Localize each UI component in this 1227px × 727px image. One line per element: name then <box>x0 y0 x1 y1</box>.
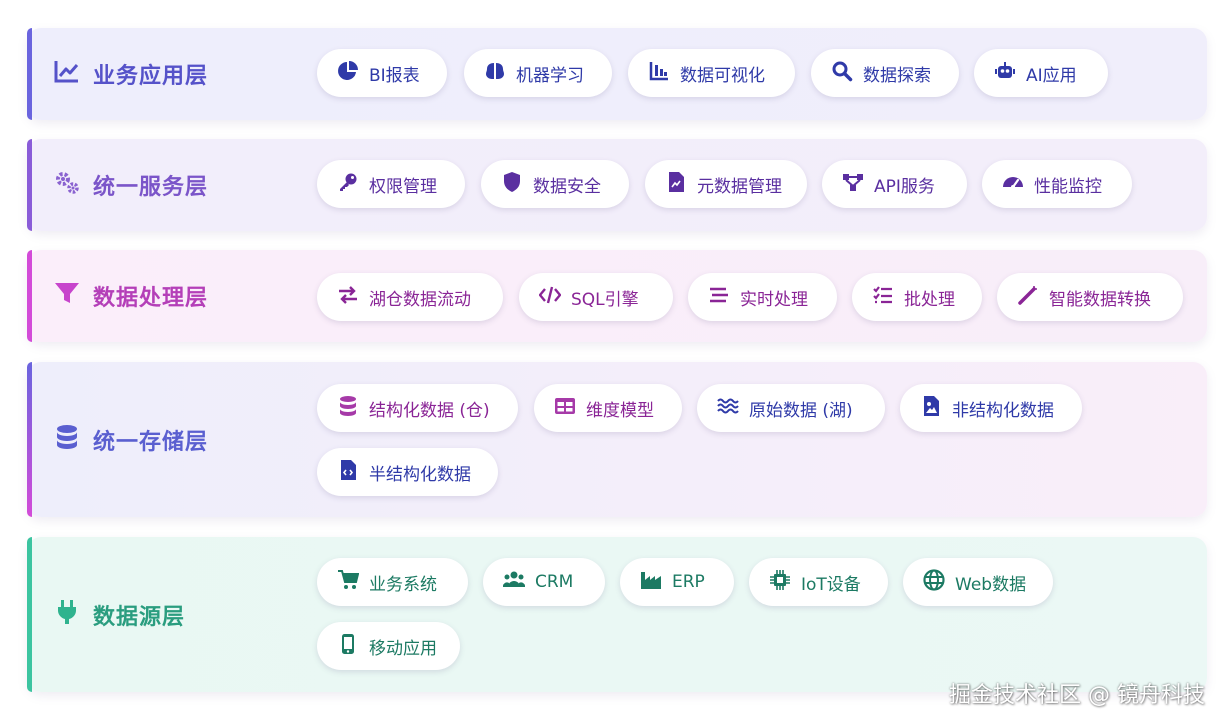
chip-crm[interactable]: CRM <box>483 558 605 606</box>
layer-accent-bar <box>27 537 32 692</box>
chip-raw-data-lake[interactable]: 原始数据 (湖) <box>697 384 885 432</box>
layer-title: 统一存储层 <box>53 362 208 517</box>
chip-realtime-processing[interactable]: 实时处理 <box>688 273 837 321</box>
key-icon <box>337 171 359 198</box>
gears-icon <box>53 168 81 202</box>
users-icon <box>502 569 526 596</box>
chip-batch-processing[interactable]: 批处理 <box>852 273 982 321</box>
layer-accent-bar <box>27 362 32 517</box>
layer-title: 数据处理层 <box>53 250 208 342</box>
exchange-icon <box>337 284 359 311</box>
layer-accent-bar <box>27 28 32 120</box>
chip-web-data[interactable]: Web数据 <box>903 558 1053 606</box>
filter-icon <box>53 279 81 313</box>
layer-data-source: 数据源层 业务系统 CRM ERP IoT设备 Web数据 移动应用 <box>27 537 1207 692</box>
layer-title: 统一服务层 <box>53 139 208 231</box>
magic-wand-icon <box>1017 284 1039 311</box>
table-icon <box>554 395 576 422</box>
chip-structured-data-warehouse[interactable]: 结构化数据 (仓) <box>317 384 518 432</box>
chip-iot-device[interactable]: IoT设备 <box>749 558 888 606</box>
layer-accent-bar <box>27 139 32 231</box>
tasks-icon <box>872 284 894 311</box>
watermark: 掘金技术社区 @ 镜舟科技 <box>949 683 1205 708</box>
chip-bi-report[interactable]: BI报表 <box>317 49 447 97</box>
chip-performance-monitoring[interactable]: 性能监控 <box>982 160 1132 208</box>
layer-business-application: 业务应用层 BI报表 机器学习 数据可视化 数据探索 AI应用 <box>27 28 1207 120</box>
mobile-icon <box>337 633 359 660</box>
globe-icon <box>923 568 945 596</box>
database-icon <box>337 395 359 422</box>
chip-lakehouse-flow[interactable]: 湖仓数据流动 <box>317 273 503 321</box>
stream-icon <box>708 284 730 311</box>
search-icon <box>831 60 853 87</box>
chip-erp[interactable]: ERP <box>620 558 734 606</box>
layer-data-processing: 数据处理层 湖仓数据流动 SQL引擎 实时处理 批处理 智能数据转换 <box>27 250 1207 342</box>
layer-title: 业务应用层 <box>53 28 208 120</box>
chip-data-exploration[interactable]: 数据探索 <box>811 49 959 97</box>
cart-icon <box>337 569 360 596</box>
industry-icon <box>640 569 662 596</box>
layer-accent-bar <box>27 250 32 342</box>
layer-title: 数据源层 <box>53 537 185 692</box>
robot-icon <box>994 60 1016 87</box>
file-image-icon <box>920 395 942 422</box>
chip-data-security[interactable]: 数据安全 <box>481 160 629 208</box>
chip-data-visualization[interactable]: 数据可视化 <box>628 49 795 97</box>
pie-chart-icon <box>337 60 359 87</box>
shield-icon <box>501 171 523 198</box>
brain-icon <box>484 60 506 87</box>
gauge-icon <box>1002 171 1024 198</box>
chart-line-icon <box>53 57 81 91</box>
layer-unified-storage: 统一存储层 结构化数据 (仓) 维度模型 原始数据 (湖) 非结构化数据 半结构… <box>27 362 1207 517</box>
chip-dimension-model[interactable]: 维度模型 <box>534 384 682 432</box>
database-icon <box>53 423 81 457</box>
chip-ai-application[interactable]: AI应用 <box>974 49 1108 97</box>
chip-mobile-app[interactable]: 移动应用 <box>317 622 460 670</box>
chip-metadata-management[interactable]: 元数据管理 <box>645 160 807 208</box>
chip-machine-learning[interactable]: 机器学习 <box>464 49 612 97</box>
code-icon <box>538 284 562 311</box>
chip-permission-management[interactable]: 权限管理 <box>317 160 465 208</box>
chip-business-system[interactable]: 业务系统 <box>317 558 468 606</box>
chip-sql-engine[interactable]: SQL引擎 <box>519 273 673 321</box>
layer-unified-service: 统一服务层 权限管理 数据安全 元数据管理 API服务 性能监控 <box>27 139 1207 231</box>
file-code-icon <box>337 459 359 486</box>
chip-smart-transform[interactable]: 智能数据转换 <box>997 273 1183 321</box>
chip-unstructured-data[interactable]: 非结构化数据 <box>900 384 1082 432</box>
file-chart-icon <box>665 171 687 198</box>
microchip-icon <box>769 569 791 596</box>
chip-semi-structured-data[interactable]: 半结构化数据 <box>317 448 498 496</box>
network-icon <box>842 171 864 198</box>
water-icon <box>717 395 739 422</box>
bar-chart-icon <box>648 60 670 87</box>
chip-api-service[interactable]: API服务 <box>822 160 967 208</box>
plug-icon <box>53 598 81 632</box>
